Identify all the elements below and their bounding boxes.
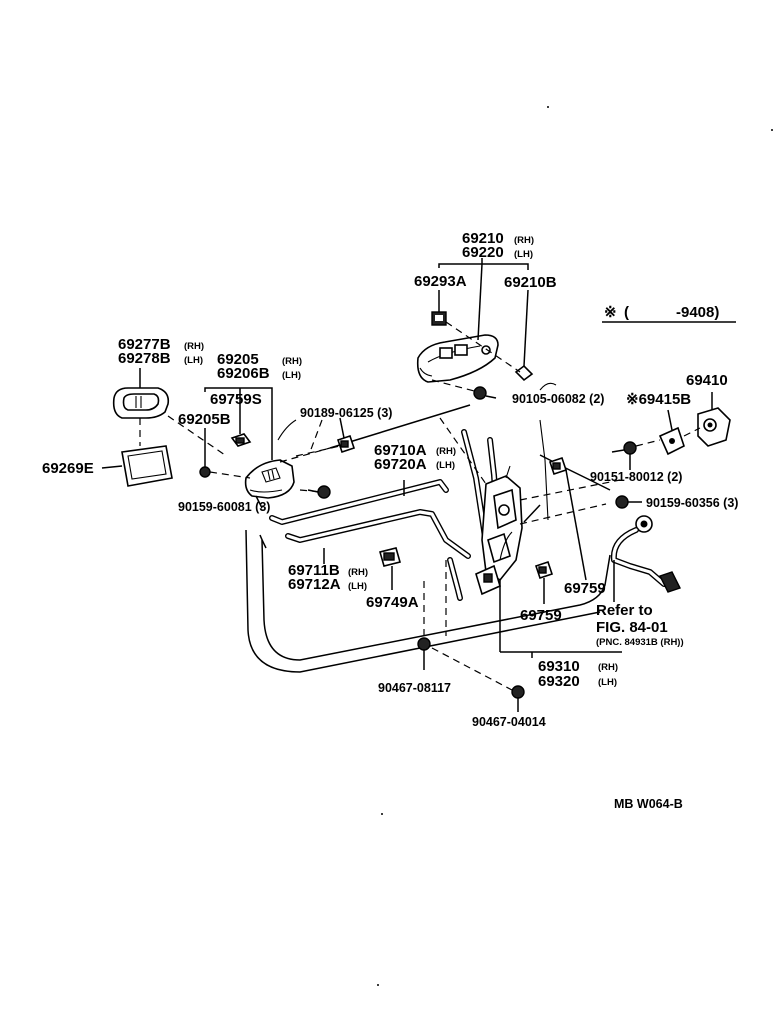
label-69712A: 69712A bbox=[288, 576, 341, 593]
stray-dot bbox=[771, 129, 773, 131]
handle-rod-clip bbox=[514, 364, 534, 382]
handle-clip-69759S bbox=[230, 433, 252, 447]
label-90467-04014: 90467-04014 bbox=[472, 715, 546, 729]
stray-dot bbox=[377, 984, 379, 986]
screw-90105 bbox=[473, 386, 497, 400]
clip-90189-06125 bbox=[336, 434, 356, 454]
inside-handle-bezel bbox=[112, 387, 170, 419]
screw-90467-04014 bbox=[511, 685, 525, 712]
label-rh: (RH) bbox=[184, 341, 204, 352]
note-mark: ※ bbox=[604, 304, 617, 321]
clip-69759-lower bbox=[534, 560, 554, 580]
label-69269E: 69269E bbox=[42, 460, 94, 477]
label-90189-06125: 90189-06125 (3) bbox=[300, 406, 392, 420]
stray-dot bbox=[381, 813, 383, 815]
door-striker bbox=[697, 407, 731, 447]
label-90159-60081: 90159-60081 (3) bbox=[178, 500, 270, 514]
label-69410: 69410 bbox=[686, 372, 728, 389]
label-90151-80012: 90151-80012 (2) bbox=[590, 470, 682, 484]
label-lh: (LH) bbox=[282, 370, 301, 381]
label-69759-lower: 69759 bbox=[520, 607, 562, 624]
label-69415B: ※69415B bbox=[626, 391, 691, 408]
stray-dot bbox=[547, 106, 549, 108]
note-range-code: -9408) bbox=[676, 304, 719, 321]
rod-clip-69749A bbox=[379, 547, 401, 567]
label-69205: 69205 bbox=[217, 351, 259, 368]
screw-90467-08117 bbox=[417, 637, 431, 670]
label-69220: 69220 bbox=[462, 244, 504, 261]
outside-door-handle bbox=[416, 334, 499, 383]
label-69293A: 69293A bbox=[414, 273, 467, 290]
label-69205B: 69205B bbox=[178, 411, 231, 428]
label-bracket-69205 bbox=[204, 387, 273, 460]
label-69711B: 69711B bbox=[288, 562, 340, 579]
screw-90159-60356 bbox=[615, 495, 642, 509]
refer-text-line3: (PNC. 84931B (RH)) bbox=[596, 637, 684, 648]
label-90467-08117: 90467-08117 bbox=[378, 681, 451, 695]
label-90105-06082: 90105-06082 (2) bbox=[512, 392, 604, 406]
control-rod-69711B bbox=[285, 509, 471, 559]
label-lh: (LH) bbox=[184, 355, 203, 366]
control-rod-lower bbox=[447, 557, 463, 601]
label-bracket-69310 bbox=[499, 580, 622, 658]
label-69320: 69320 bbox=[538, 673, 580, 690]
label-69710A: 69710A bbox=[374, 442, 427, 459]
label-69206B: 69206B bbox=[217, 365, 270, 382]
label-rh: (RH) bbox=[282, 356, 302, 367]
part-labels: 69210 (RH) 69220 (LH) 69293A 69210B ※ ( … bbox=[42, 230, 738, 811]
label-69759S: 69759S bbox=[210, 391, 262, 408]
handle-clip bbox=[431, 311, 447, 326]
note-range-open: ( bbox=[624, 304, 629, 321]
control-rod-69710A bbox=[269, 479, 449, 525]
label-rh: (RH) bbox=[436, 446, 456, 457]
label-69720A: 69720A bbox=[374, 456, 427, 473]
label-69310: 69310 bbox=[538, 658, 580, 675]
label-lh: (LH) bbox=[348, 581, 367, 592]
refer-text-line1: Refer to bbox=[596, 602, 653, 619]
label-69277B: 69277B bbox=[118, 336, 171, 353]
label-69749A: 69749A bbox=[366, 594, 419, 611]
screw-90159-60081 bbox=[307, 485, 331, 499]
door-lock-assembly bbox=[475, 419, 549, 596]
clip-69759-upper bbox=[548, 456, 568, 476]
label-69278B: 69278B bbox=[118, 350, 171, 367]
screw-90151 bbox=[611, 441, 637, 455]
label-rh: (RH) bbox=[514, 235, 534, 246]
lock-switch-harness bbox=[610, 515, 681, 602]
label-69210B: 69210B bbox=[504, 274, 557, 291]
label-lh: (LH) bbox=[436, 460, 455, 471]
inside-handle-assembly bbox=[244, 459, 295, 499]
label-bracket-69210 bbox=[438, 258, 529, 341]
label-90159-60356: 90159-60356 (3) bbox=[646, 496, 738, 510]
striker-shim bbox=[658, 426, 685, 456]
figure-code: MB W064-B bbox=[614, 797, 683, 811]
label-69759-right: 69759 bbox=[564, 580, 606, 597]
label-lh: (LH) bbox=[598, 677, 617, 688]
screw-69205B bbox=[199, 466, 211, 478]
label-rh: (RH) bbox=[348, 567, 368, 578]
label-rh: (RH) bbox=[598, 662, 618, 673]
label-lh: (LH) bbox=[514, 249, 533, 260]
handle-cover-pad bbox=[121, 445, 173, 487]
refer-text-line2: FIG. 84-01 bbox=[596, 619, 668, 636]
label-69210: 69210 bbox=[462, 230, 504, 247]
